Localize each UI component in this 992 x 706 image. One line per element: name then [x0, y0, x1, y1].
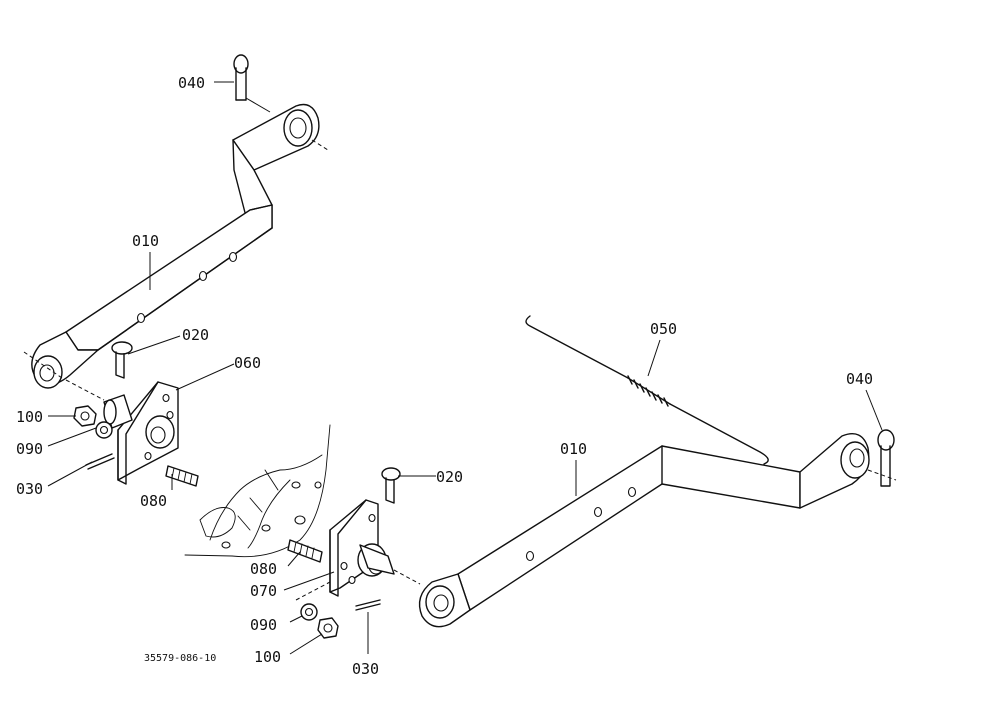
callout-left-link-010: 010	[132, 232, 159, 250]
callout-top-pin-040: 040	[178, 74, 205, 92]
left-washer	[95, 421, 113, 439]
left-nut	[73, 405, 97, 427]
callout-right-nut-100: 100	[254, 648, 281, 666]
callout-left-bracket-060: 060	[234, 354, 261, 372]
callout-left-nut-100: 100	[16, 408, 43, 426]
left-bolt	[165, 465, 199, 487]
callout-right-bolt-080: 080	[250, 560, 277, 578]
check-chain-spring-rod	[525, 315, 769, 465]
right-mounting-bracket	[295, 499, 421, 601]
callout-right-pin-020: 020	[436, 468, 463, 486]
callout-left-cotter-030: 030	[16, 480, 43, 498]
callout-right-washer-090: 090	[250, 616, 277, 634]
left-cotter-pin	[85, 453, 115, 470]
left-top-pin	[111, 341, 133, 379]
callout-left-pin-020: 020	[182, 326, 209, 344]
right-nut	[317, 617, 339, 639]
left-mounting-bracket	[65, 379, 179, 485]
top-linch-pin	[233, 54, 271, 113]
callout-right-pin-040: 040	[846, 370, 873, 388]
callout-left-washer-090: 090	[16, 440, 43, 458]
callout-right-spring-050: 050	[650, 320, 677, 338]
callout-left-bolt-080: 080	[140, 492, 167, 510]
left-lower-link-arm	[23, 103, 329, 389]
callout-right-link-010: 010	[560, 440, 587, 458]
leader-lines	[47, 81, 883, 655]
callout-right-cotter-030: 030	[352, 660, 379, 678]
tractor-housing-outline	[184, 424, 331, 558]
right-washer	[300, 603, 318, 621]
right-bolt	[287, 539, 323, 563]
callout-right-bracket-070: 070	[250, 582, 277, 600]
right-cotter-pin	[355, 599, 381, 611]
diagram-reference-code: 35579-086-10	[144, 653, 216, 664]
right-linch-pin	[877, 429, 895, 487]
right-lower-link-arm	[418, 433, 897, 628]
right-top-pin	[381, 467, 401, 504]
